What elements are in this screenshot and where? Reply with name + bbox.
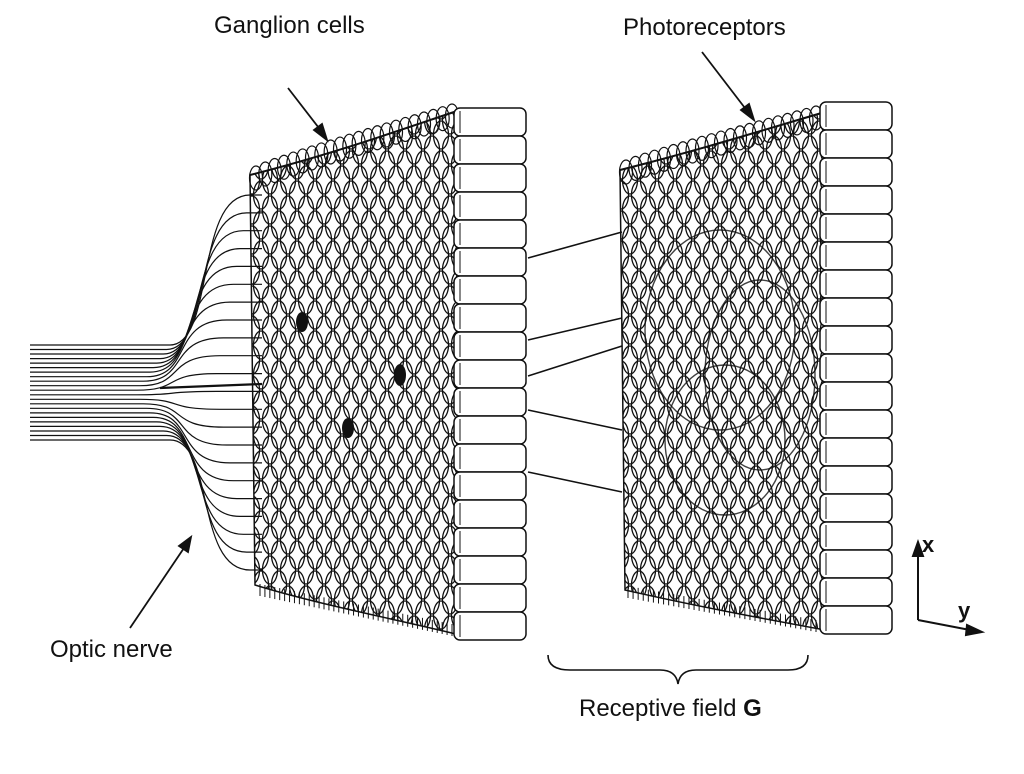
- ganglion-cell-layer: [248, 103, 461, 636]
- receptive-field-brace: [547, 654, 809, 685]
- receptive-field-outline-3: [664, 364, 786, 516]
- receptive-field-outline-2: [704, 279, 816, 471]
- ganglion-cells-label: Ganglion cells: [214, 12, 365, 39]
- receptive-field-outline-1: [644, 229, 796, 431]
- coordinate-axes: [911, 539, 986, 637]
- optic-nerve-fibers: [30, 194, 263, 571]
- receptive-field-symbol: G: [743, 695, 762, 722]
- x-axis-label: x: [922, 532, 935, 557]
- ganglion-cell-body-2: [394, 364, 406, 386]
- connection-lines: [527, 231, 623, 493]
- receptive-field-text: Receptive field: [579, 695, 737, 722]
- optic-nerve-label: Optic nerve: [50, 636, 173, 663]
- receptive-field-label: Receptive field G: [579, 695, 762, 723]
- ganglion-cell-body-1: [296, 312, 308, 332]
- photoreceptor-front-column: [819, 101, 893, 635]
- ganglion-front-column: [453, 107, 527, 641]
- photoreceptor-layer: [618, 105, 826, 632]
- photoreceptors-label: Photoreceptors: [623, 14, 786, 41]
- pointer-arrows: [129, 51, 756, 629]
- y-axis-label: y: [958, 598, 971, 623]
- ganglion-cell-body-3: [342, 418, 354, 438]
